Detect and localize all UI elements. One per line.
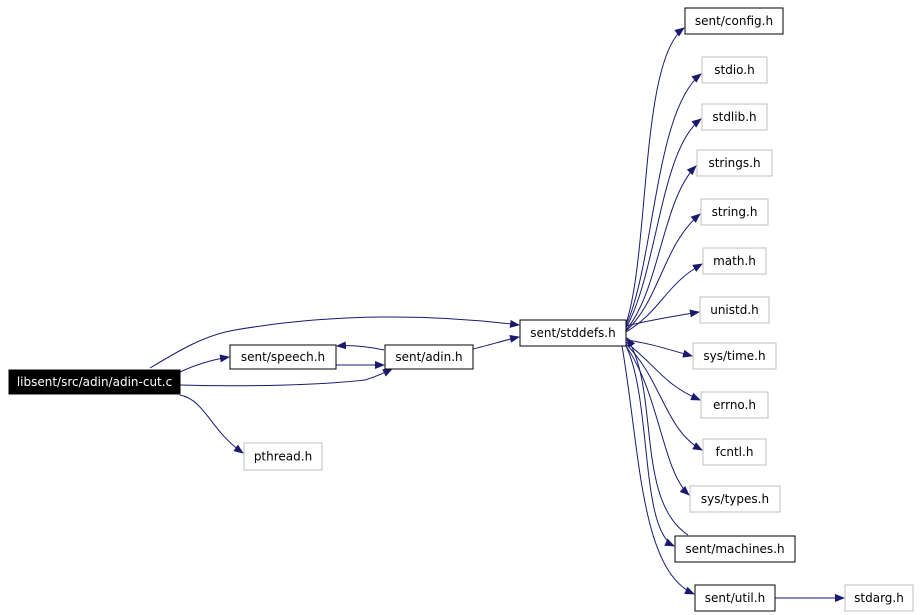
node-util[interactable]: sent/util.h	[694, 584, 776, 612]
node-machines[interactable]: sent/machines.h	[674, 535, 796, 563]
edge-root-to-speech	[179, 354, 230, 373]
node-stdarg-box	[844, 584, 914, 612]
node-root[interactable]: libsent/src/adin/adin-cut.c	[8, 369, 181, 395]
node-fcntl-label: fcntl.h	[716, 445, 754, 459]
node-strings-label: strings.h	[708, 156, 760, 170]
node-pthread[interactable]: pthread.h	[243, 442, 323, 471]
node-stddefs-box	[519, 319, 627, 347]
node-stdarg[interactable]: stdarg.h	[844, 584, 914, 612]
node-math-box	[702, 247, 767, 275]
node-util-label: sent/util.h	[705, 591, 765, 605]
node-root-box	[8, 369, 181, 395]
node-pthread-box	[243, 442, 323, 471]
node-systypes-label: sys/types.h	[701, 492, 769, 506]
node-util-box	[694, 584, 776, 612]
node-speech-label: sent/speech.h	[241, 350, 325, 364]
node-stdlib-label: stdlib.h	[712, 110, 756, 124]
edge-stddefs-to-stdlib	[625, 118, 702, 329]
edge-stddefs-to-unistd	[625, 309, 700, 327]
edges	[149, 27, 845, 602]
nodes: libsent/src/adin/adin-cut.c sent/speech.h…	[8, 7, 914, 612]
node-fcntl[interactable]: fcntl.h	[702, 438, 767, 466]
edge-stddefs-to-stdio	[625, 73, 702, 327]
node-machines-label: sent/machines.h	[685, 542, 784, 556]
node-errno-box	[700, 391, 769, 419]
node-unistd-label: unistd.h	[710, 303, 759, 317]
node-adin-label: sent/adin.h	[395, 350, 462, 364]
edge-stddefs-to-string	[625, 213, 701, 332]
node-errno-label: errno.h	[713, 398, 756, 412]
node-systime-box	[692, 342, 777, 370]
edge-stddefs-to-errno	[625, 341, 701, 401]
node-string[interactable]: string.h	[700, 198, 769, 226]
node-stdlib[interactable]: stdlib.h	[701, 103, 768, 131]
node-strings[interactable]: strings.h	[696, 149, 773, 177]
node-unistd[interactable]: unistd.h	[699, 296, 770, 324]
edge-stddefs-to-machines	[625, 345, 675, 547]
node-unistd-box	[699, 296, 770, 324]
node-strings-box	[696, 149, 773, 177]
node-adin[interactable]: sent/adin.h	[384, 344, 474, 370]
edge-stddefs-to-util	[621, 345, 695, 595]
edge-stddefs-to-systime	[625, 339, 693, 358]
edge-machines-to-stddefs	[626, 337, 689, 536]
node-systime-label: sys/time.h	[703, 349, 765, 363]
node-systypes-box	[689, 485, 781, 513]
node-systime[interactable]: sys/time.h	[692, 342, 777, 370]
edge-stddefs-to-fcntl	[625, 343, 703, 451]
edge-root-to-pthread	[179, 394, 244, 454]
node-fcntl-box	[702, 438, 767, 466]
node-string-box	[700, 198, 769, 226]
node-stdio[interactable]: stdio.h	[701, 56, 768, 84]
node-root-label: libsent/src/adin/adin-cut.c	[17, 375, 172, 389]
edge-stddefs-to-math	[625, 263, 703, 333]
node-stdio-box	[701, 56, 768, 84]
node-systypes[interactable]: sys/types.h	[689, 485, 781, 513]
node-stddefs[interactable]: sent/stddefs.h	[519, 319, 627, 347]
node-speech[interactable]: sent/speech.h	[229, 344, 337, 370]
node-stddefs-label: sent/stddefs.h	[530, 326, 615, 340]
node-math[interactable]: math.h	[702, 247, 767, 275]
node-config-label: sent/config.h	[695, 14, 773, 28]
node-pthread-label: pthread.h	[254, 450, 312, 464]
node-config[interactable]: sent/config.h	[684, 7, 784, 35]
edge-stddefs-to-strings	[625, 165, 697, 331]
edge-adin-to-speech	[336, 341, 385, 351]
node-config-box	[684, 7, 784, 35]
node-stdarg-label: stdarg.h	[854, 591, 904, 605]
edge-root-to-stddefs	[149, 316, 520, 369]
node-errno[interactable]: errno.h	[700, 391, 769, 419]
node-math-label: math.h	[713, 254, 756, 268]
node-stdio-label: stdio.h	[714, 63, 754, 77]
node-stdlib-box	[701, 103, 768, 131]
edge-stddefs-to-systypes	[625, 345, 690, 496]
node-string-label: string.h	[712, 205, 758, 219]
edge-root-to-adin	[179, 368, 393, 387]
edge-stddefs-to-config	[625, 27, 685, 325]
node-adin-box	[384, 344, 474, 370]
node-speech-box	[229, 344, 337, 370]
edge-adin-to-stddefs	[472, 334, 520, 350]
node-machines-box	[674, 535, 796, 563]
